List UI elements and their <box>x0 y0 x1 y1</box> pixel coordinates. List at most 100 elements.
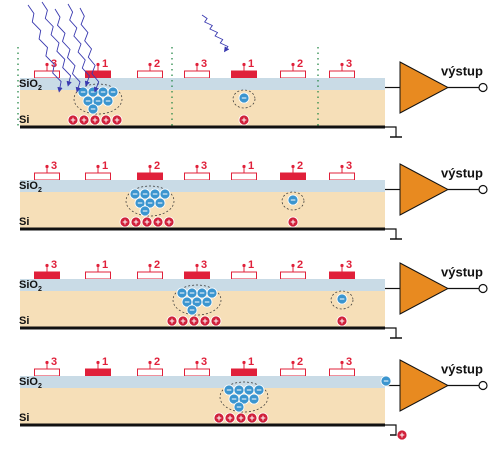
gate-electrode <box>184 172 210 181</box>
hole <box>67 114 79 126</box>
electron-sign: − <box>142 206 147 216</box>
electron <box>107 86 119 98</box>
hole <box>199 315 211 327</box>
electron-sign: − <box>152 189 157 199</box>
gate-contact-dot <box>96 62 100 67</box>
oxide-label-main: SiO <box>19 376 38 388</box>
hole-sign: + <box>216 413 221 423</box>
gate-contact-dot <box>291 360 295 365</box>
gate-electrode <box>329 271 355 280</box>
potential-well <box>125 185 175 217</box>
electron-sign: − <box>226 385 231 395</box>
hole <box>152 216 164 228</box>
gate-phase-label: 3 <box>201 58 207 70</box>
potential-well <box>330 290 354 310</box>
electron-sign: − <box>105 96 110 106</box>
gate-contact-dot <box>45 263 49 268</box>
silicon-substrate <box>20 192 385 229</box>
photon-ray <box>41 1 72 87</box>
gate-contact-dot <box>96 360 100 365</box>
oxide-label-main: SiO <box>19 78 38 90</box>
gate-contact-dot <box>242 360 246 365</box>
gate-electrode <box>137 172 163 181</box>
electron-sign: − <box>241 394 246 404</box>
gate-contact-dot <box>242 164 246 169</box>
oxide-label: SiO2 <box>19 180 42 194</box>
hole-sign: + <box>260 413 265 423</box>
electron-sign: − <box>199 288 204 298</box>
electron-sign: − <box>132 189 137 199</box>
hole-sign: + <box>202 316 207 326</box>
electron-sign: − <box>256 385 261 395</box>
gate-electrode <box>231 368 257 377</box>
gate-phase-label: 1 <box>102 58 108 70</box>
hole <box>130 216 142 228</box>
gate-phase-label: 2 <box>297 58 303 70</box>
output-electron <box>380 375 392 387</box>
gate-electrode <box>184 70 210 79</box>
hole-sign: + <box>213 316 218 326</box>
gate-phase-label: 3 <box>51 259 57 271</box>
amplifier <box>399 61 450 114</box>
gate-phase-label: 1 <box>248 160 254 172</box>
hole-sign: + <box>169 316 174 326</box>
gate-phase-label: 3 <box>346 259 352 271</box>
gate-contact-dot <box>195 164 199 169</box>
hole-sign: + <box>114 115 119 125</box>
electron <box>186 304 198 316</box>
gate-phase-label: 1 <box>102 356 108 368</box>
silicon-label: Si <box>19 315 29 327</box>
gate-electrode <box>184 271 210 280</box>
gate-contact-dot <box>45 360 49 365</box>
hole <box>163 216 175 228</box>
electron-sign: − <box>339 294 344 304</box>
gate-contact-dot <box>340 360 344 365</box>
electron-sign: − <box>110 87 115 97</box>
electron <box>336 293 348 305</box>
hole-sign: + <box>339 316 344 326</box>
hole <box>213 412 225 424</box>
oxide-layer <box>20 279 385 291</box>
hole-sign: + <box>290 217 295 227</box>
silicon-label: Si <box>19 412 29 424</box>
photon-ray <box>67 3 90 87</box>
hole <box>111 114 123 126</box>
gate-contact-dot <box>291 164 295 169</box>
electron-sign: − <box>137 198 142 208</box>
electron-sign: − <box>95 96 100 106</box>
gate-electrode <box>329 172 355 181</box>
output-terminal <box>478 184 488 195</box>
electron-sign: − <box>147 198 152 208</box>
output-label: výstup <box>441 64 483 79</box>
gate-electrode <box>280 271 306 280</box>
gate-phase-label: 2 <box>297 259 303 271</box>
hole <box>166 315 178 327</box>
ground-hole <box>396 429 408 441</box>
oxide-label-sub: 2 <box>38 187 42 194</box>
gate-electrode <box>329 70 355 79</box>
gate-phase-label: 3 <box>346 58 352 70</box>
hole <box>89 114 101 126</box>
gate-electrode <box>137 70 163 79</box>
output-terminal <box>478 283 488 294</box>
oxide-label-sub: 2 <box>38 286 42 293</box>
gate-phase-label: 2 <box>297 160 303 172</box>
gate-electrode <box>280 368 306 377</box>
hole <box>287 216 299 228</box>
electron-sign: − <box>189 288 194 298</box>
hole <box>238 114 250 126</box>
electron-sign: − <box>162 189 167 199</box>
gate-electrode <box>34 271 60 280</box>
photon-ray <box>79 7 100 93</box>
gate-contact-dot <box>242 263 246 268</box>
electron-sign: − <box>157 198 162 208</box>
hole-sign: + <box>103 115 108 125</box>
electron <box>248 393 260 405</box>
electron-sign: − <box>236 385 241 395</box>
hole <box>100 114 112 126</box>
gate-electrode <box>329 368 355 377</box>
gate-contact-dot <box>45 164 49 169</box>
output-label: výstup <box>441 362 483 377</box>
